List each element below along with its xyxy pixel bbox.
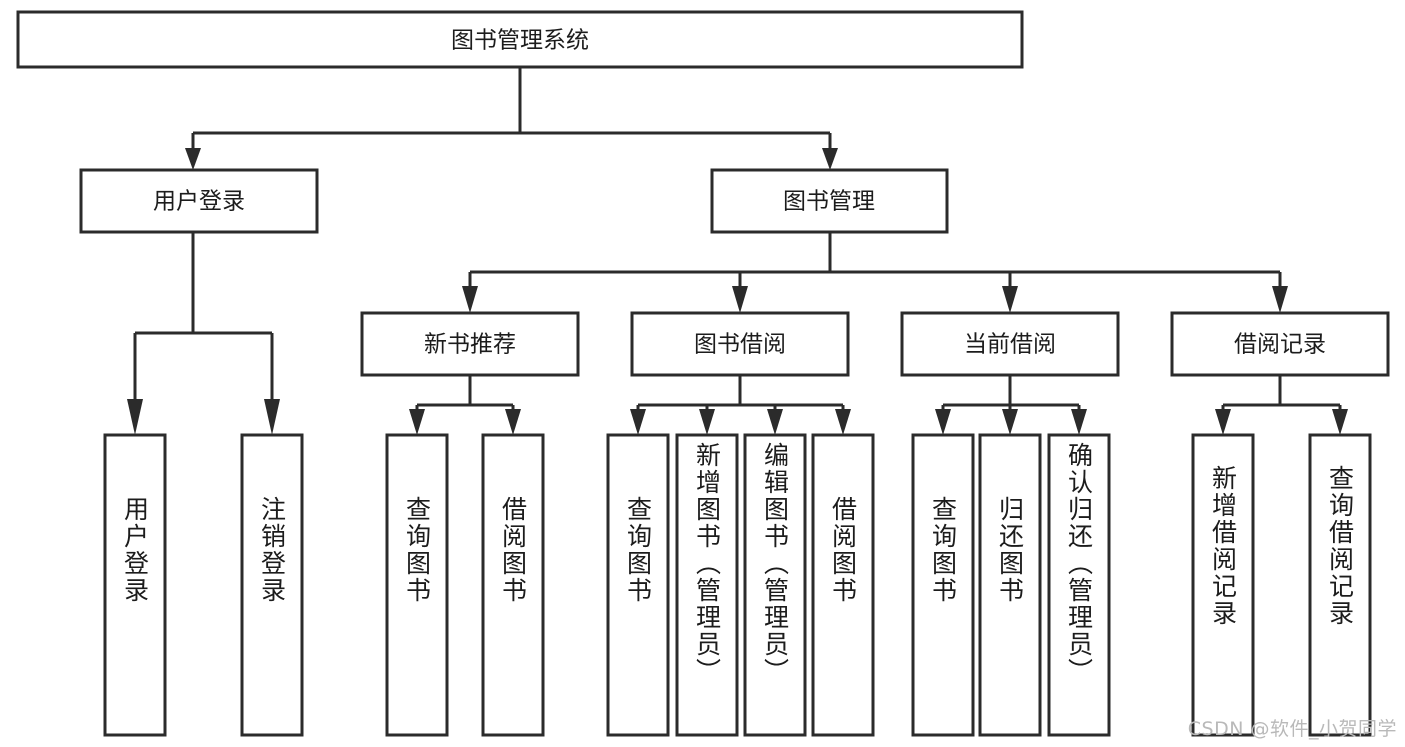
leaf-box-new-book-1[interactable] [481, 433, 545, 737]
leaf-box-book-borrow-2[interactable] [743, 433, 807, 737]
label-root: 图书管理系统 [451, 28, 589, 54]
leaf-box-current-borrow-0[interactable] [911, 433, 975, 737]
leaf-box-user-login-0[interactable] [103, 433, 167, 737]
leaf-box-current-borrow-2[interactable] [1047, 433, 1111, 737]
arrow-nbr-leaf-0 [409, 409, 425, 435]
node-user-login[interactable] [79, 168, 319, 234]
arrow-to-user-login [185, 148, 201, 170]
arrow-bb-leaf-3 [835, 409, 851, 435]
node-root[interactable] [16, 10, 1024, 69]
label-book-manage: 图书管理 [783, 189, 875, 215]
arrow-cb-leaf-0 [935, 409, 951, 435]
leaf-box-book-borrow-3[interactable] [811, 433, 875, 737]
label-current-borrow: 当前借阅 [964, 332, 1056, 358]
node-new-book-recommend[interactable] [360, 311, 580, 377]
arrow-br-leaf-0 [1215, 409, 1231, 435]
label-new-book-recommend: 新书推荐 [424, 332, 516, 358]
node-book-manage[interactable] [710, 168, 949, 234]
csdn-watermark: CSDN @软件_小贺同学 [1187, 718, 1397, 740]
leaf-box-new-book-0[interactable] [385, 433, 449, 737]
node-box-layer [16, 10, 1390, 737]
leaf-box-book-borrow-0[interactable] [606, 433, 670, 737]
arrow-bb-leaf-1 [699, 409, 715, 435]
leaf-box-user-login-1[interactable] [240, 433, 304, 737]
label-user-login: 用户登录 [153, 189, 245, 215]
arrow-to-borrow-record [1272, 286, 1288, 313]
node-current-borrow[interactable] [900, 311, 1120, 377]
arrow-nbr-leaf-1 [505, 409, 521, 435]
leaf-box-borrow-record-0[interactable] [1191, 433, 1255, 737]
arrow-cb-leaf-2 [1071, 409, 1087, 435]
connector-layer [127, 67, 1348, 435]
label-borrow-record: 借阅记录 [1234, 332, 1326, 358]
arrow-bb-leaf-0 [630, 409, 646, 435]
label-book-borrow: 图书借阅 [694, 332, 786, 358]
leaf-box-current-borrow-1[interactable] [978, 433, 1042, 737]
node-borrow-record[interactable] [1170, 311, 1390, 377]
node-book-borrow[interactable] [630, 311, 850, 377]
arrow-ul-leaf-0 [127, 399, 143, 435]
arrow-br-leaf-1 [1332, 409, 1348, 435]
arrow-to-current-borrow [1002, 286, 1018, 313]
arrow-cb-leaf-1 [1002, 409, 1018, 435]
arrow-to-book-manage [822, 148, 838, 170]
leaf-box-borrow-record-1[interactable] [1308, 433, 1372, 737]
arrow-bb-leaf-2 [767, 409, 783, 435]
arrow-to-book-borrow [732, 286, 748, 313]
arrow-ul-leaf-1 [264, 399, 280, 435]
leaf-box-book-borrow-1[interactable] [675, 433, 739, 737]
arrow-to-new-book [462, 286, 478, 313]
node-label-layer: 图书管理系统 用户登录 图书管理 新书推荐 图书借阅 当前借阅 借阅记录 [153, 28, 1326, 358]
